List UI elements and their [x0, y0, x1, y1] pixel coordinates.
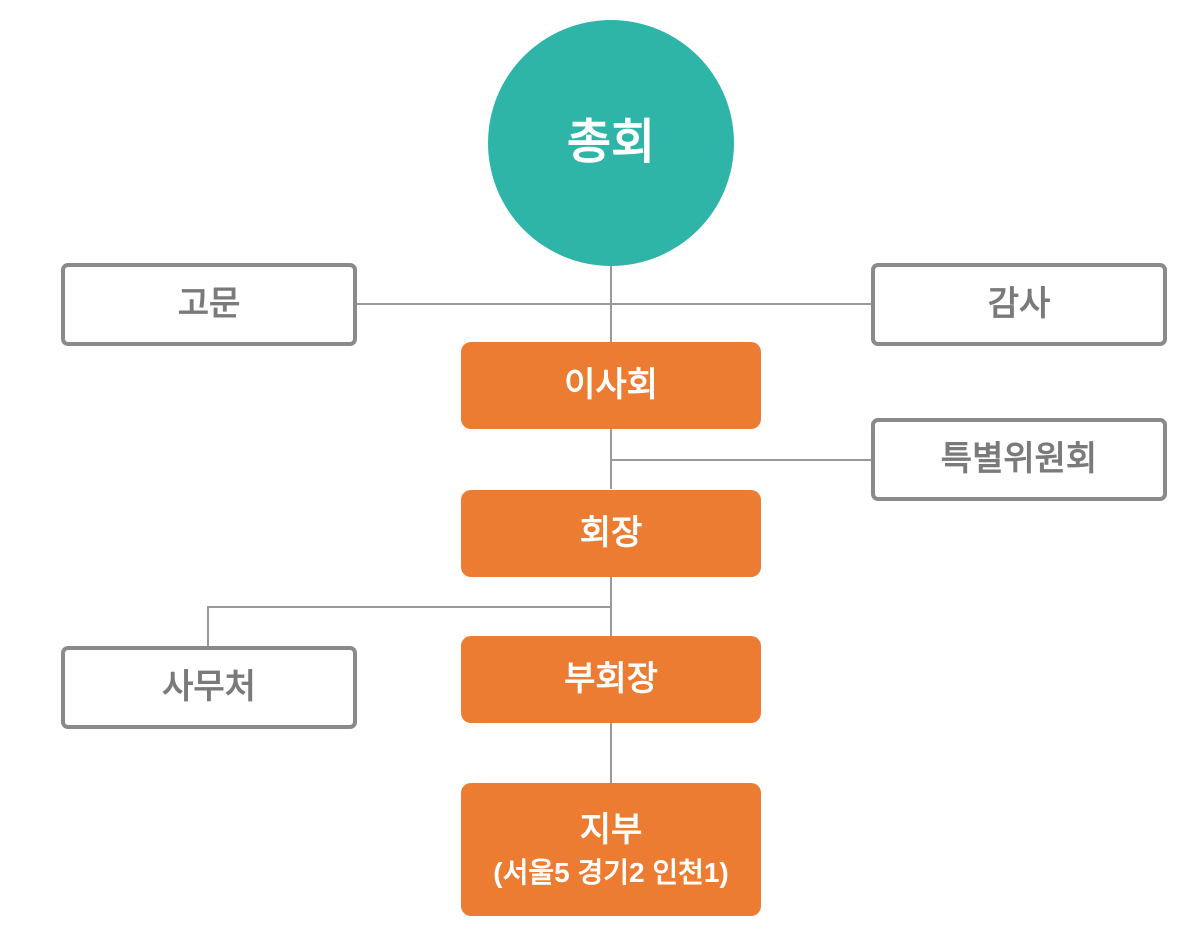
connector-advisor-auditor: [357, 303, 871, 305]
node-general-assembly: 총회: [488, 20, 734, 266]
node-board: 이사회: [461, 342, 761, 429]
connector-secretariat-vertical: [207, 606, 209, 646]
node-advisor-label: 고문: [177, 285, 241, 324]
node-president: 회장: [461, 490, 761, 577]
node-auditor-label: 감사: [987, 285, 1051, 324]
node-president-label: 회장: [579, 514, 643, 553]
node-board-label: 이사회: [564, 366, 658, 405]
node-special-committee: 특별위원회: [871, 418, 1167, 501]
connector-secretariat-branch-horizontal: [207, 606, 612, 608]
node-advisor: 고문: [61, 263, 357, 346]
node-vice-president-label: 부회장: [564, 660, 658, 699]
node-branches-sublabel: (서울5 경기2 인천1): [493, 857, 729, 889]
node-general-assembly-label: 총회: [566, 116, 656, 169]
connector-special-committee: [611, 459, 871, 461]
node-special-committee-label: 특별위원회: [940, 440, 1098, 479]
node-branches: 지부 (서울5 경기2 인천1): [461, 783, 761, 916]
connector-vice-president-branches: [610, 723, 612, 783]
node-secretariat-label: 사무처: [162, 668, 256, 707]
node-vice-president: 부회장: [461, 636, 761, 723]
node-secretariat: 사무처: [61, 646, 357, 729]
node-branches-label: 지부: [579, 810, 643, 849]
node-auditor: 감사: [871, 263, 1167, 346]
